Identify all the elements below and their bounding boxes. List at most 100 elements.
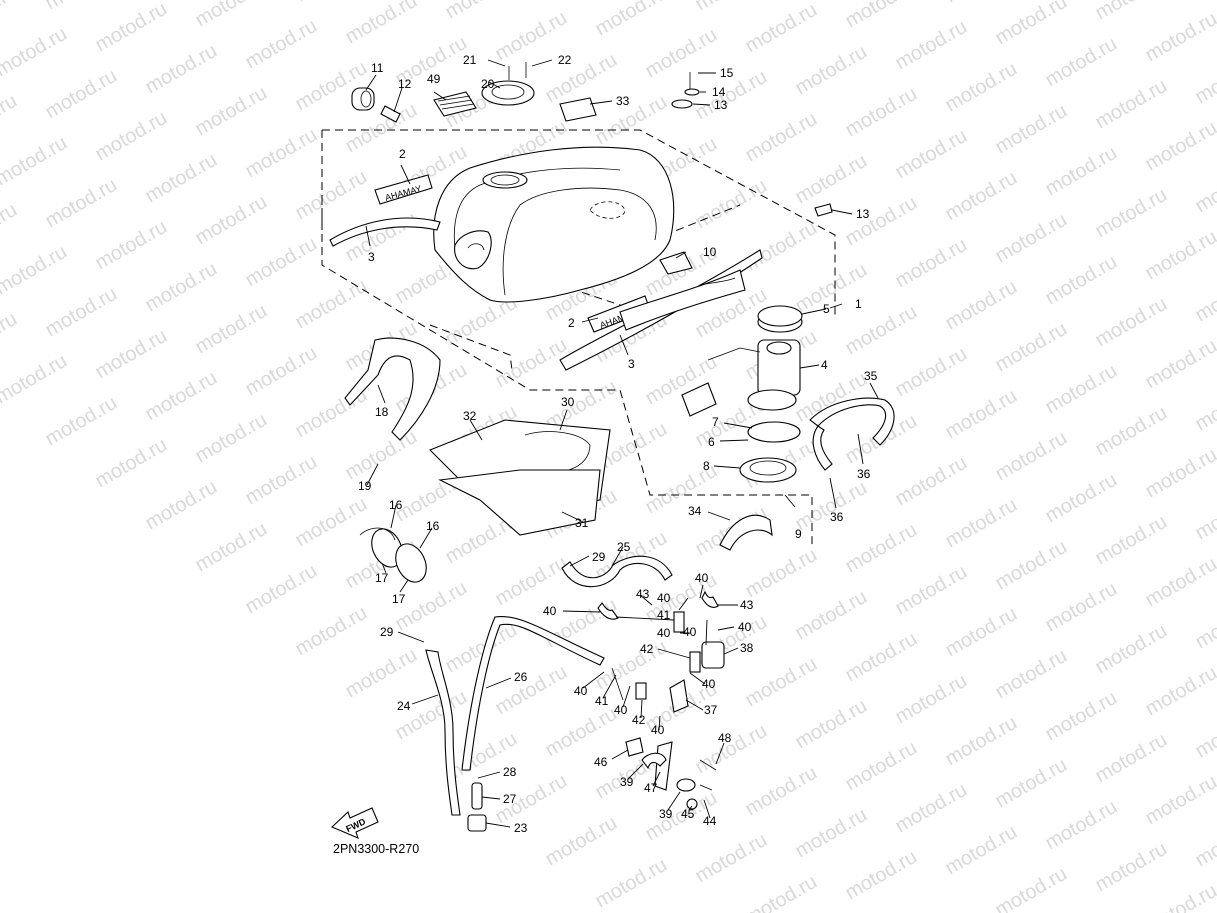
watermark-text: motod.ru bbox=[42, 65, 121, 124]
callout-7: 7 bbox=[712, 415, 719, 429]
watermark-text: motod.ru bbox=[992, 754, 1071, 813]
callout-1: 1 bbox=[855, 297, 862, 311]
callout-31: 31 bbox=[575, 516, 589, 530]
callout-9: 9 bbox=[795, 527, 802, 541]
callout-43b: 43 bbox=[740, 598, 754, 612]
watermark-text: motod.ru bbox=[142, 40, 221, 99]
watermark-text: motod.ru bbox=[1092, 729, 1171, 788]
watermark-text: motod.ru bbox=[1092, 402, 1171, 461]
watermark-text: motod.ru bbox=[1092, 838, 1171, 897]
watermark-text: motod.ru bbox=[342, 644, 421, 703]
watermark-text: motod.ru bbox=[842, 301, 921, 360]
watermark-text: motod.ru bbox=[842, 83, 921, 142]
watermark-text: motod.ru bbox=[642, 24, 721, 83]
watermark-text: motod.ru bbox=[1042, 360, 1121, 419]
watermark-text: motod.ru bbox=[1192, 486, 1217, 545]
watermark-text: motod.ru bbox=[1042, 33, 1121, 92]
watermark-text: motod.ru bbox=[1192, 159, 1217, 218]
callout-32: 32 bbox=[463, 409, 477, 423]
watermark-text: motod.ru bbox=[92, 434, 171, 493]
watermark-text: motod.ru bbox=[542, 49, 621, 108]
callout-41b: 41 bbox=[595, 694, 609, 708]
watermark-text: motod.ru bbox=[1192, 704, 1217, 763]
watermark-text: motod.ru bbox=[1192, 813, 1217, 872]
watermark-text: motod.ru bbox=[992, 536, 1071, 595]
callout-15: 15 bbox=[720, 66, 734, 80]
watermark-text: motod.ru bbox=[1042, 469, 1121, 528]
callout-39a: 39 bbox=[620, 775, 634, 789]
callout-34: 34 bbox=[688, 504, 702, 518]
callout-49: 49 bbox=[427, 72, 441, 86]
callout-20: 20 bbox=[481, 77, 495, 91]
callout-40i: 40 bbox=[614, 703, 628, 717]
watermark-text: motod.ru bbox=[892, 125, 971, 184]
watermark-text: motod.ru bbox=[742, 762, 821, 821]
watermark-text: motod.ru bbox=[142, 258, 221, 317]
watermark-text: motod.ru bbox=[1042, 687, 1121, 746]
watermark-text: motod.ru bbox=[792, 150, 871, 209]
watermark-text: motod.ru bbox=[1092, 511, 1171, 570]
watermark-text: motod.ru bbox=[992, 427, 1071, 486]
callout-48: 48 bbox=[718, 731, 732, 745]
watermark-text: motod.ru bbox=[892, 343, 971, 402]
callout-2a: 2 bbox=[399, 147, 406, 161]
watermark-text: motod.ru bbox=[842, 519, 921, 578]
watermark-text: motod.ru bbox=[1142, 117, 1217, 176]
watermark-text: motod.ru bbox=[842, 846, 921, 905]
watermark-text: motod.ru bbox=[92, 325, 171, 384]
watermark-text: motod.ru bbox=[192, 0, 271, 31]
watermark-text: motod.ru bbox=[1142, 335, 1217, 394]
callout-37: 37 bbox=[704, 703, 718, 717]
callout-42b: 42 bbox=[632, 713, 646, 727]
small-fittings bbox=[467, 611, 725, 832]
watermark-text: motod.ru bbox=[242, 15, 321, 74]
watermark-text: motod.ru bbox=[92, 0, 171, 56]
watermark-text: motod.ru bbox=[192, 191, 271, 250]
watermark-text: motod.ru bbox=[442, 0, 521, 23]
watermark-text: motod.ru bbox=[1142, 553, 1217, 612]
watermark-text: motod.ru bbox=[842, 628, 921, 687]
callout-23: 23 bbox=[514, 821, 528, 835]
watermark-text: motod.ru bbox=[892, 670, 971, 729]
watermark-text: motod.ru bbox=[242, 233, 321, 292]
callout-40a: 40 bbox=[543, 604, 557, 618]
watermark-text: motod.ru bbox=[992, 863, 1071, 913]
watermark-text: motod.ru bbox=[992, 100, 1071, 159]
watermark-text: motod.ru bbox=[792, 368, 871, 427]
callout-4: 4 bbox=[821, 358, 828, 372]
watermark-text: motod.ru bbox=[1142, 8, 1217, 67]
watermark-text: motod.ru bbox=[942, 276, 1021, 335]
watermark-text: motod.ru bbox=[792, 804, 871, 863]
watermark-text: motod.ru bbox=[92, 107, 171, 166]
callout-19: 19 bbox=[358, 479, 372, 493]
watermark-text: motod.ru bbox=[992, 209, 1071, 268]
watermark-text: motod.ru bbox=[0, 308, 21, 367]
watermark-text: motod.ru bbox=[342, 0, 421, 48]
watermark-text: motod.ru bbox=[992, 318, 1071, 377]
watermark-text: motod.ru bbox=[492, 334, 571, 393]
watermark-text: motod.ru bbox=[742, 544, 821, 603]
watermark-text: motod.ru bbox=[542, 594, 621, 653]
watermark-text: motod.ru bbox=[392, 577, 471, 636]
callout-29a: 29 bbox=[592, 550, 606, 564]
callout-45: 45 bbox=[681, 807, 695, 821]
watermark-text: motod.ru bbox=[42, 392, 121, 451]
callout-40h: 40 bbox=[574, 684, 588, 698]
watermark-text: motod.ru bbox=[742, 217, 821, 276]
watermark-text: motod.ru bbox=[42, 283, 121, 342]
watermark-text: motod.ru bbox=[192, 518, 271, 577]
watermark-text: motod.ru bbox=[992, 645, 1071, 704]
watermark-text: motod.ru bbox=[1142, 444, 1217, 503]
callout-13b: 13 bbox=[856, 207, 870, 221]
watermark-text: motod.ru bbox=[1042, 142, 1121, 201]
callout-18: 18 bbox=[375, 405, 389, 419]
watermark-text: motod.ru bbox=[142, 149, 221, 208]
callout-47: 47 bbox=[644, 781, 658, 795]
watermark-text: motod.ru bbox=[692, 0, 771, 15]
callout-10: 10 bbox=[703, 245, 717, 259]
callout-40j: 40 bbox=[651, 723, 665, 737]
watermark-text: motod.ru bbox=[1042, 578, 1121, 637]
watermark-text: motod.ru bbox=[692, 720, 771, 779]
watermark-text: motod.ru bbox=[742, 653, 821, 712]
